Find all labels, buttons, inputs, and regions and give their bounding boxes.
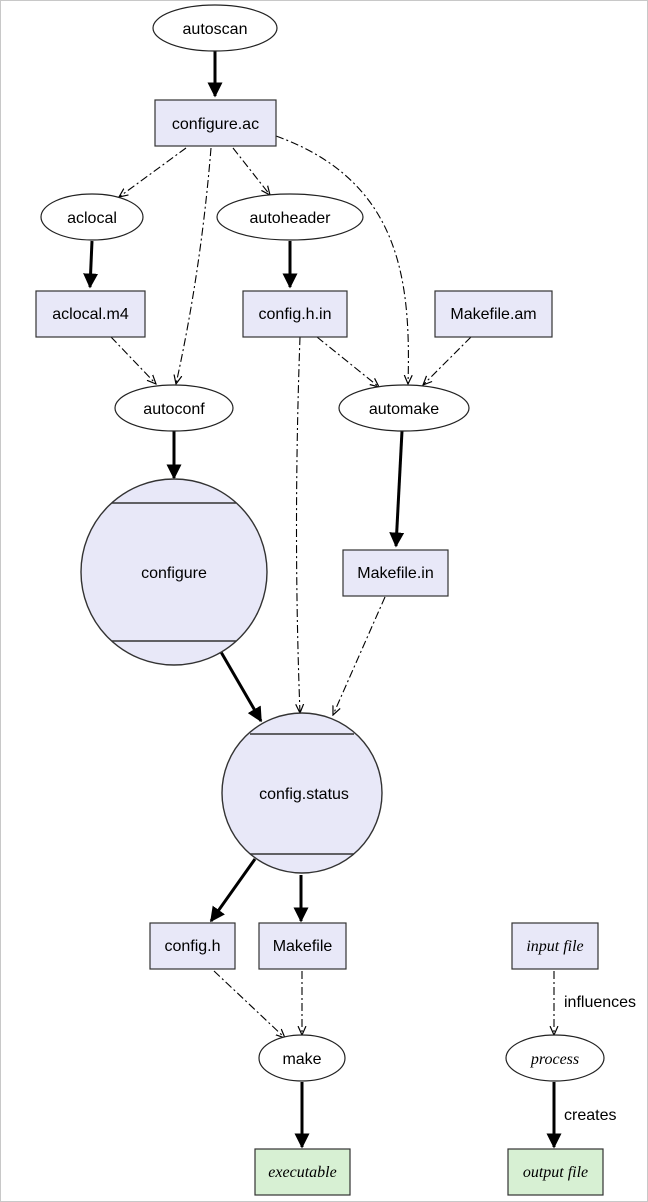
node-makefile-label: Makefile [273, 938, 333, 955]
node-config-h: config.h [149, 922, 236, 970]
node-aclocal-label: aclocal [67, 210, 117, 227]
edge-config-h-in-config-status [297, 336, 301, 713]
edge-aclocal-m4-autoconf [110, 336, 156, 384]
node-config-status: config.status [221, 712, 383, 874]
edge-aclocal-aclocal-m4 [83, 240, 99, 289]
legend-output-file-label: output file [523, 1164, 588, 1181]
node-make: make [258, 1034, 346, 1082]
legend-influences-label: influences [564, 994, 636, 1011]
edge-configure-ac-aclocal [119, 147, 187, 197]
edge-config-h-in-automake [316, 336, 379, 387]
node-configure-ac: configure.ac [154, 99, 277, 147]
edge-makefile-in-config-status [333, 596, 386, 715]
legend-creates-label: creates [564, 1107, 616, 1124]
edge-makefile-am-automake [423, 336, 472, 385]
edge-automake-makefile-in [389, 430, 405, 548]
node-config-h-label: config.h [164, 938, 220, 955]
node-autoheader: autoheader [216, 193, 364, 241]
legend-input-file: input file [511, 922, 599, 970]
node-automake: automake [338, 384, 470, 432]
node-configure-ac-label: configure.ac [172, 116, 259, 133]
node-aclocal: aclocal [40, 193, 144, 241]
edge-config-h-make [213, 970, 285, 1038]
node-autoheader-label: autoheader [250, 210, 332, 227]
edge-config-status-config-h [209, 858, 257, 923]
node-configure: configure [80, 478, 268, 666]
node-autoscan: autoscan [152, 4, 278, 52]
node-makefile: Makefile [258, 922, 347, 970]
edge-configure-config-status [219, 651, 263, 723]
node-config-h-in: config.h.in [242, 290, 348, 338]
node-configure-label: configure [141, 565, 207, 582]
node-autoscan-label: autoscan [183, 21, 248, 38]
edge-configure-ac-autoconf [176, 147, 212, 384]
edge-configure-ac-autoheader [232, 147, 270, 195]
legend-process: process [505, 1034, 605, 1082]
node-autoconf: autoconf [114, 384, 234, 432]
node-makefile-in-label: Makefile.in [357, 565, 433, 582]
edge-configure-ac-automake [275, 135, 408, 384]
node-makefile-in: Makefile.in [342, 549, 449, 597]
node-config-status-label: config.status [259, 786, 349, 803]
node-makefile-am-label: Makefile.am [450, 306, 536, 323]
node-makefile-am: Makefile.am [434, 290, 553, 338]
node-executable-label: executable [268, 1164, 336, 1181]
node-automake-label: automake [369, 401, 439, 418]
legend-output-file: output file [507, 1148, 604, 1196]
node-make-label: make [282, 1051, 321, 1068]
node-aclocal-m4-label: aclocal.m4 [52, 306, 129, 323]
legend-input-file-label: input file [526, 938, 583, 955]
node-config-h-in-label: config.h.in [259, 306, 332, 323]
legend-process-label: process [530, 1051, 579, 1068]
node-executable: executable [254, 1148, 351, 1196]
node-aclocal-m4: aclocal.m4 [35, 290, 146, 338]
node-autoconf-label: autoconf [143, 401, 205, 418]
